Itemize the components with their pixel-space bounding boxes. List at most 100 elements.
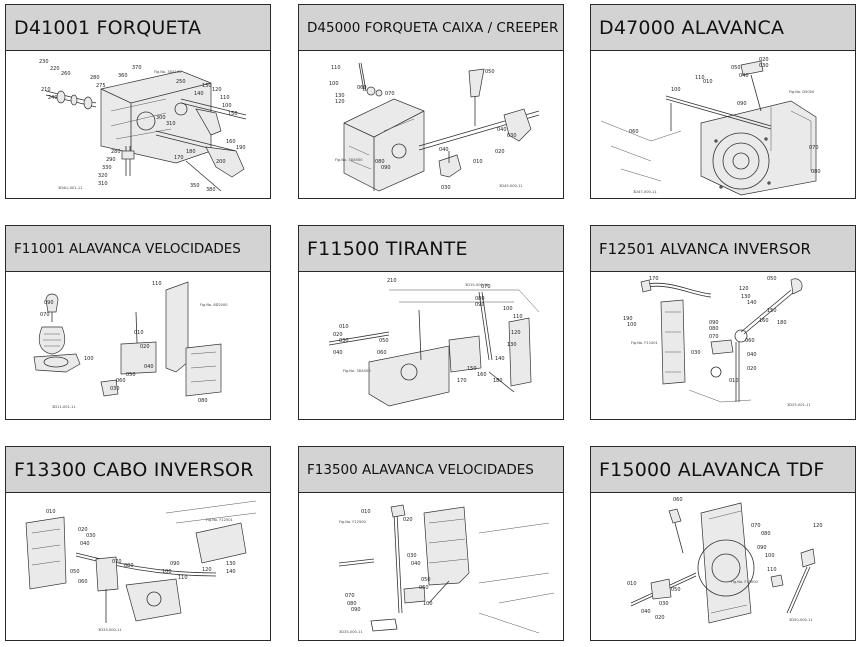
part-callout-label: 050 (485, 69, 495, 75)
card-f13500[interactable]: F13500 ALAVANCA VELOCIDADES 010 020 030 … (298, 446, 564, 641)
part-callout-label: 060 (357, 85, 367, 91)
part-callout-label: 100 (503, 306, 513, 312)
exploded-diagram-image[interactable]: 110 100 130 120 060 070 080 090 050 040 … (299, 51, 562, 197)
part-callout-label: 060 (745, 338, 755, 344)
part-callout-label: 310 (98, 181, 108, 187)
part-callout-label: 090 (381, 165, 391, 171)
part-callout-label: 020 (759, 57, 769, 63)
part-callout-label: 070 (751, 523, 761, 529)
card-f13300[interactable]: F13300 CABO INVERSOR 010 020 030 040 050… (5, 446, 271, 641)
part-callout-label: 160 (226, 139, 236, 145)
part-callout-label: 140 (495, 356, 505, 362)
card-d45000[interactable]: D45000 FORQUETA CAIXA / CREEPER 110 100 … (298, 4, 564, 199)
part-callout-label: 060 (78, 579, 88, 585)
part-callout-label: 290 (106, 157, 116, 163)
part-callout-label: 080 (198, 398, 208, 404)
part-callout-label: 280 (90, 75, 100, 81)
part-callout-label: 190 (623, 316, 633, 322)
part-callout-label: 020 (140, 344, 150, 350)
part-callout-label: 070 (112, 559, 122, 565)
part-callout-label: 330 (102, 165, 112, 171)
part-callout-label: 300 (156, 115, 166, 121)
exploded-diagram-image[interactable]: 060 070 080 090 100 110 120 010 020 030 … (591, 493, 854, 639)
part-callout-label: Fig.No. F12501 (206, 518, 233, 522)
card-f11500[interactable]: F11500 TIRANTE 210 010 020 030 040 050 0… (298, 225, 564, 420)
card-f11001[interactable]: F11001 ALAVANCA VELOCIDADES 110 090 070 … (5, 225, 271, 420)
exploded-diagram-image[interactable]: 010 020 030 040 050 060 070 080 090 100 … (299, 493, 562, 639)
part-callout-label: 180 (777, 320, 787, 326)
exploded-diagram-image[interactable]: 210 010 020 030 040 050 060 070 080 090 … (299, 272, 562, 418)
card-d41001[interactable]: D41001 FORQUETA 230 220 260 280 275 (5, 4, 271, 199)
exploded-diagram-image[interactable]: 170 050 120 130 140 150 160 180 190 100 … (591, 272, 854, 418)
card-title: D47000 ALAVANCA (591, 5, 855, 51)
part-callout-label: 100 (627, 322, 637, 328)
part-callout-label: 380 (206, 187, 216, 193)
part-callout-label: Fig.No. 3D4500 (343, 369, 371, 373)
part-callout-label: 090 (44, 300, 54, 306)
part-callout-label: 070 (40, 312, 50, 318)
part-callout-label: 150 (228, 111, 238, 117)
part-callout-label: 120 (212, 87, 222, 93)
part-callout-label: 070 (385, 91, 395, 97)
part-callout-label: 070 (809, 145, 819, 151)
part-callout-label: 030 (659, 601, 669, 607)
exploded-diagram-image[interactable]: 230 220 260 280 275 210 240 360 370 300 … (6, 51, 269, 197)
part-callout-label: 3D25-001-11 (787, 403, 811, 407)
card-title: F15000 ALAVANCA TDF (591, 447, 855, 493)
exploded-diagram-image[interactable]: 110 090 070 100 010 020 040 050 060 030 … (6, 272, 269, 418)
part-callout-label: 130 (335, 93, 345, 99)
part-callout-label: 080 (709, 326, 719, 332)
part-callout-label: 020 (655, 615, 665, 621)
part-callout-label: 030 (407, 553, 417, 559)
part-callout-label: 010 (473, 159, 483, 165)
part-callout-label: 110 (152, 281, 162, 287)
exploded-diagram-image[interactable]: 010 020 030 040 050 060 070 080 090 100 … (6, 493, 269, 639)
part-callout-label: 040 (80, 541, 90, 547)
part-callout-label: 370 (132, 65, 142, 71)
part-callout-label: 120 (813, 523, 823, 529)
part-callout-label: 090 (757, 545, 767, 551)
part-callout-label: 3D47-000-11 (633, 190, 657, 194)
part-callout-label: 150 (767, 308, 777, 314)
part-callout-label: 120 (511, 330, 521, 336)
part-callout-label: Fig.No. 3D4500 (335, 158, 363, 162)
part-callout-label: 070 (345, 593, 355, 599)
part-callout-label: 110 (220, 95, 230, 101)
part-callout-label: 020 (403, 517, 413, 523)
part-callout-label: 3D50-000-11 (789, 618, 813, 622)
part-callout-label: 140 (747, 300, 757, 306)
part-callout-label: 030 (110, 386, 120, 392)
card-f15000[interactable]: F15000 ALAVANCA TDF 060 070 080 090 100 … (590, 446, 856, 641)
part-callout-label: 080 (761, 531, 771, 537)
part-callout-label: Fig.No. 8D2000 (200, 303, 228, 307)
part-callout-label: 010 (134, 330, 144, 336)
part-callout-label: 250 (176, 79, 186, 85)
part-callout-label: 050 (421, 577, 431, 583)
part-callout-label: 080 (375, 159, 385, 165)
part-callout-label: 050 (731, 65, 741, 71)
card-f12501[interactable]: F12501 ALVANCA INVERSOR 170 050 120 130 … (590, 225, 856, 420)
card-d47000[interactable]: D47000 ALAVANCA 020 030 050 040 010 100 (590, 4, 856, 199)
part-callout-label: 130 (226, 561, 236, 567)
part-callout-label: 100 (329, 81, 339, 87)
part-callout-label: 3D15-000-11 (465, 283, 489, 287)
part-callout-label: 140 (226, 569, 236, 575)
part-callout-label: 100 (423, 601, 433, 607)
part-callout-label: 070 (709, 334, 719, 340)
part-callout-label: 190 (236, 145, 246, 151)
exploded-diagram-image[interactable]: 020 030 050 040 010 100 110 090 060 070 … (591, 51, 854, 197)
part-callout-label: 020 (747, 366, 757, 372)
part-callout-label: 030 (691, 350, 701, 356)
part-callout-label: 050 (379, 338, 389, 344)
part-callout-label: 050 (671, 587, 681, 593)
card-title: F11001 ALAVANCA VELOCIDADES (6, 226, 270, 272)
part-callout-label: 110 (178, 575, 188, 581)
card-title: F13300 CABO INVERSOR (6, 447, 270, 493)
part-callout-label: 200 (216, 159, 226, 165)
part-callout-label: 260 (61, 71, 71, 77)
part-callout-label: 3D4LI-001-11 (58, 186, 82, 190)
part-callout-label: 040 (641, 609, 651, 615)
part-callout-label: 030 (507, 133, 517, 139)
part-callout-label: 150 (467, 366, 477, 372)
